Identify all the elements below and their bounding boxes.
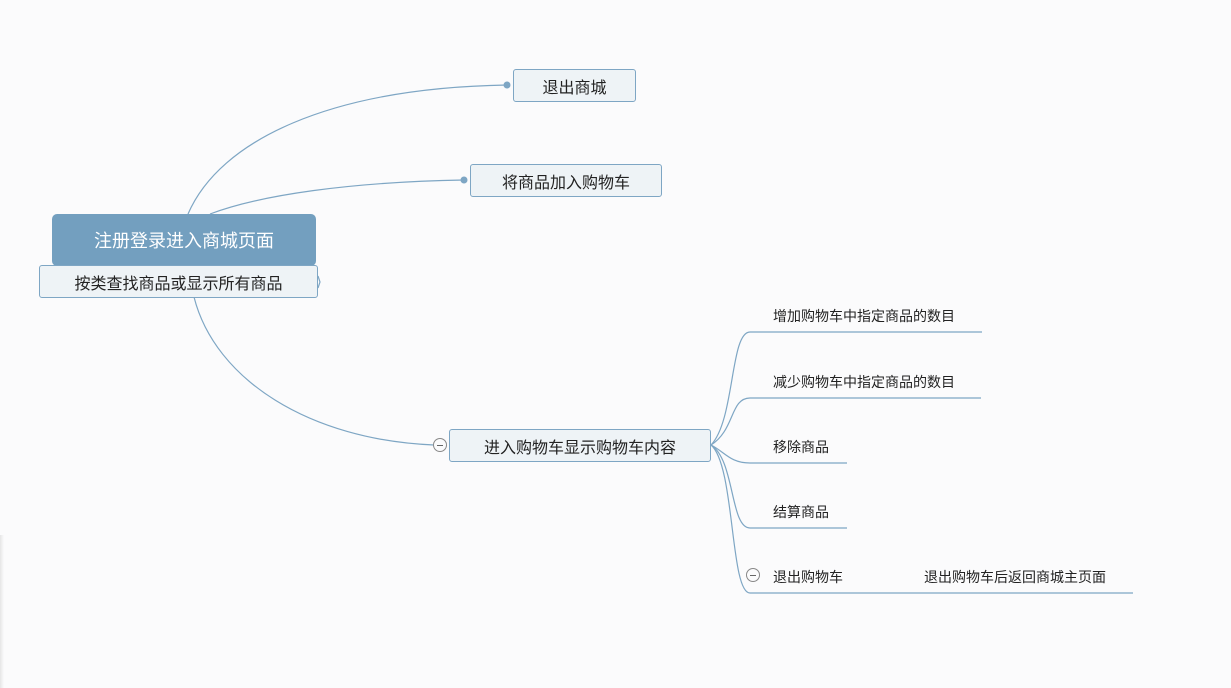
cart-decrease-item[interactable]: 减少购物车中指定商品的数目 (773, 375, 955, 391)
cart-increase-item[interactable]: 增加购物车中指定商品的数目 (773, 309, 955, 325)
cart-exit-subitem[interactable]: 退出购物车后返回商城主页面 (924, 570, 1106, 586)
link-end-dot (460, 176, 468, 184)
link-search-tick (317, 275, 321, 289)
link-cart-remove (710, 444, 847, 464)
enter-cart-label: 进入购物车显示购物车内容 (483, 437, 676, 457)
link-end-dot (503, 81, 511, 89)
search-label: 按类查找商品或显示所有商品 (74, 273, 283, 293)
link-cart-exit (710, 444, 1133, 594)
link-root-add-to-cart (209, 179, 465, 215)
cart-checkout-item[interactable]: 结算商品 (773, 505, 829, 521)
root-topic[interactable]: 注册登录进入商城页面 (52, 214, 316, 266)
link-cart-checkout (710, 444, 847, 529)
collapse-exit-cart-icon[interactable] (746, 568, 760, 582)
enter-cart-node[interactable]: 进入购物车显示购物车内容 (449, 429, 711, 462)
link-cart-decrease (710, 397, 981, 446)
add-to-cart-node[interactable]: 将商品加入购物车 (470, 164, 662, 197)
panel-edge-shadow (0, 535, 4, 688)
exit-mall-node[interactable]: 退出商城 (513, 69, 636, 102)
root-topic-label: 注册登录进入商城页面 (94, 231, 274, 252)
link-root-exit-mall (187, 84, 508, 215)
collapse-cart-icon[interactable] (433, 438, 447, 452)
add-to-cart-label: 将商品加入购物车 (501, 172, 630, 192)
exit-mall-label: 退出商城 (542, 77, 607, 97)
cart-exit-item[interactable]: 退出购物车 (773, 570, 843, 586)
cart-remove-item[interactable]: 移除商品 (773, 440, 829, 456)
link-cart-increase (710, 331, 982, 446)
search-node[interactable]: 按类查找商品或显示所有商品 (39, 265, 318, 298)
link-root-enter-cart (193, 296, 435, 446)
